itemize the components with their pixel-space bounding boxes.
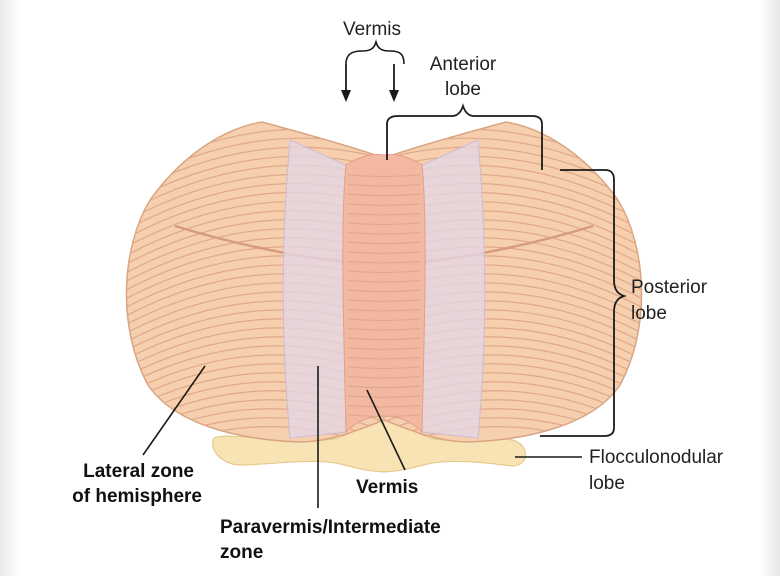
vermis-folia-line — [347, 356, 421, 360]
vermis-folia-line — [347, 222, 421, 226]
vermis-folia-line — [347, 308, 421, 312]
flocculonodular-lobe-label-line1: Flocculonodular — [589, 447, 724, 468]
vermis-arrow-head — [389, 90, 399, 102]
vermis-folia-line — [347, 404, 421, 408]
vermis-folia-line — [347, 203, 421, 206]
vermis-folia-line — [347, 328, 421, 331]
vermis-folia-line — [347, 184, 421, 187]
vermis-folia-line — [347, 280, 421, 283]
vermis-folia-line — [347, 289, 421, 293]
anterior-lobe-label-line2: lobe — [445, 79, 481, 100]
vermis-arrows — [341, 64, 399, 102]
vermis-folia-line — [347, 251, 421, 254]
lateral-zone-leader — [142, 365, 206, 456]
vermis-folia-line — [347, 174, 421, 178]
vermis-folia-line — [347, 299, 421, 302]
vermis-folia-line — [347, 318, 421, 322]
vermis-folia-line — [347, 376, 421, 379]
vermis-folia-line — [347, 212, 421, 216]
vermis-folia-line — [347, 241, 421, 245]
posterior-lobe-label-line1: Posterior — [631, 277, 708, 298]
lateral-zone-label-line2: of hemisphere — [72, 486, 202, 507]
vermis-arrow-head — [341, 90, 351, 102]
vermis-folia-line — [347, 395, 421, 398]
vermis-leader — [366, 389, 406, 471]
vermis-folia-line — [347, 347, 421, 350]
posterior-lobe-label-line2: lobe — [631, 303, 667, 324]
lateral-zone-label-line1: Lateral zone — [83, 461, 194, 482]
vermis-folia-line — [347, 366, 421, 370]
vermis-folia-line — [347, 337, 421, 341]
vermis-folia-line — [347, 232, 421, 235]
vermis-label: Vermis — [356, 477, 419, 498]
anterior-lobe-label-line1: Anterior — [429, 54, 497, 75]
flocculonodular-lobe-label-line2: lobe — [589, 473, 625, 494]
paravermis-label-line1: Paravermis/Intermediate — [220, 517, 441, 538]
anterior-lobe-bracket — [386, 103, 543, 170]
left-paravermis-zone — [282, 139, 347, 439]
paravermis-label-line2: zone — [220, 542, 264, 563]
vermis-folia-line — [347, 260, 421, 264]
vermis-folia-line — [347, 385, 421, 389]
vermis-brace — [345, 39, 405, 65]
vermis-folia — [347, 174, 421, 418]
vermis-folia-line — [347, 270, 421, 274]
vermis-folia-line — [347, 414, 421, 418]
vermis-folia-line — [347, 193, 421, 197]
right-paravermis-zone — [421, 139, 486, 439]
posterior-lobe-bracket — [540, 169, 627, 437]
vermis-top-label: Vermis — [342, 19, 402, 40]
